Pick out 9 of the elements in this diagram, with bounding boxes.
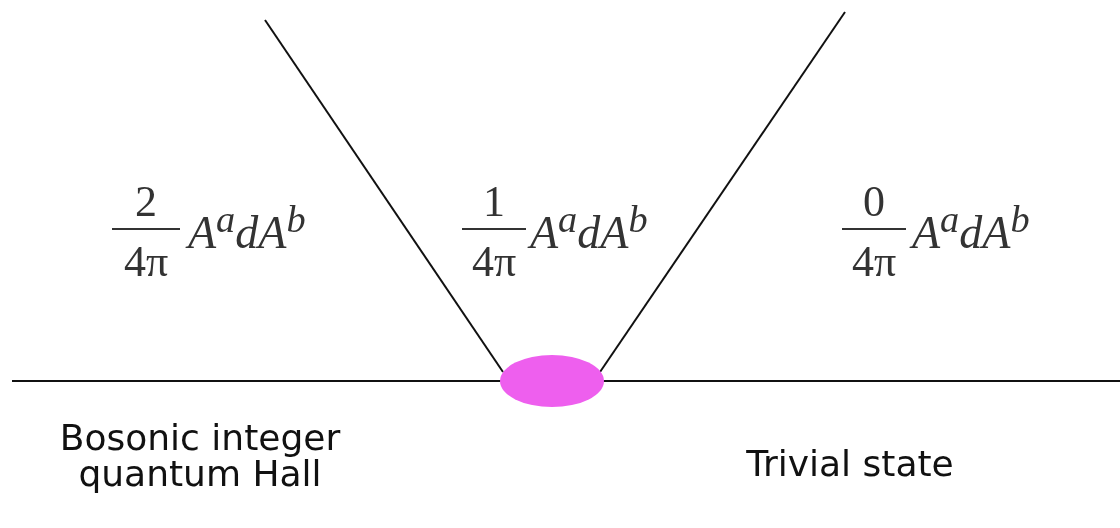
region-label: Bosonic integer quantum Hall (58, 420, 342, 492)
fraction-numerator: 2 (112, 180, 180, 230)
fraction-denominator: 4π (470, 240, 518, 284)
fraction-denominator: 4π (122, 240, 170, 284)
fraction-numerator: 0 (842, 180, 906, 230)
region-label: Trivial state (745, 446, 955, 482)
critical-point-marker (500, 355, 604, 407)
fraction-denominator: 4π (850, 240, 898, 284)
fraction-numerator: 1 (462, 180, 526, 230)
